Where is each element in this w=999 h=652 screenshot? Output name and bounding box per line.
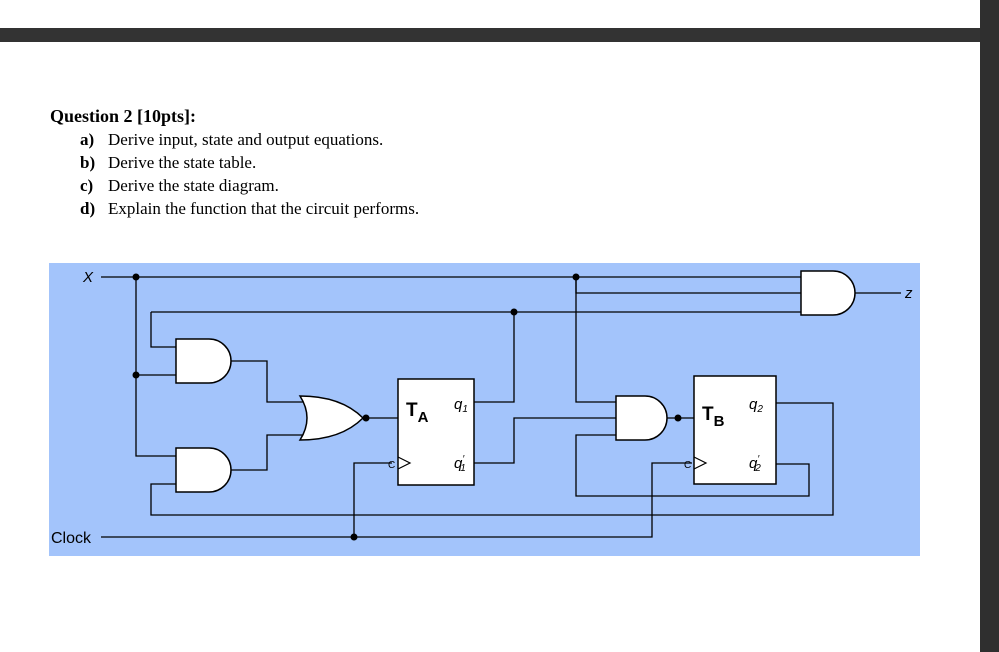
wire-clock-a xyxy=(353,462,392,537)
question-item: d) Explain the function that the circuit … xyxy=(80,197,419,220)
item-label: c) xyxy=(80,176,94,195)
and-gate-1 xyxy=(175,338,232,384)
gates xyxy=(175,270,856,493)
and-gate-out xyxy=(800,270,856,316)
ff-b-q: q2 xyxy=(749,396,763,415)
and-gate-2 xyxy=(175,447,232,493)
wire-and2-or xyxy=(231,434,304,471)
ff-a-label: TA xyxy=(406,400,429,426)
item-text: Derive the state diagram. xyxy=(108,176,279,195)
wire-x-vertical xyxy=(135,277,176,457)
junction-dot xyxy=(350,533,358,541)
wire-q1prime-and3 xyxy=(474,417,616,464)
junctions xyxy=(132,273,580,541)
item-text: Derive input, state and output equations… xyxy=(108,130,384,149)
bubble-or xyxy=(362,414,370,422)
wire-and1-or xyxy=(231,360,304,403)
wire-and2-lower xyxy=(150,402,834,516)
wire-q1-and1 xyxy=(150,312,176,348)
question-title: Question 2 [10pts]: xyxy=(50,106,197,126)
diagram-background xyxy=(49,263,920,556)
ff-a-clock-letter: C xyxy=(388,460,395,471)
input-x-label: X xyxy=(82,269,94,286)
ff-a-qbar: q′1 xyxy=(454,454,466,474)
wire-q1-out xyxy=(474,312,515,403)
wire-clock xyxy=(101,462,692,538)
item-label: a) xyxy=(80,130,95,149)
question-list: a) Derive input, state and output equatio… xyxy=(80,128,419,220)
clock-label: Clock xyxy=(51,530,92,547)
output-z-label: z xyxy=(904,285,913,302)
window-top-bar xyxy=(0,28,985,42)
or-gate xyxy=(298,395,365,441)
junction-dot xyxy=(572,273,580,281)
question-block: Question 2 [10pts]: a) Derive input, stat… xyxy=(50,104,419,220)
ff-b-clock-marker xyxy=(693,456,708,470)
junction-dot xyxy=(510,308,518,316)
ff-b-qbar: q′2 xyxy=(749,454,761,474)
circuit-diagram: TA q1 q′1 C TB q2 q′2 C X z Clock xyxy=(49,263,920,556)
item-text: Derive the state table. xyxy=(108,153,257,172)
ff-b-label: TB xyxy=(702,404,725,430)
junction-dot xyxy=(132,371,140,379)
wire-q2prime-loop xyxy=(575,434,810,497)
window-right-scrollbar[interactable] xyxy=(980,0,999,652)
item-text: Explain the function that the circuit pe… xyxy=(108,199,420,218)
flip-flop-b: TB q2 q′2 C xyxy=(684,375,777,485)
flip-flop-a: TA q1 q′1 C xyxy=(388,378,475,486)
bubble-and3 xyxy=(674,414,682,422)
wire-x-and3-vertical xyxy=(575,277,616,403)
and-gate-3 xyxy=(615,395,668,441)
wires xyxy=(101,276,901,538)
ff-b-clock-letter: C xyxy=(684,460,691,471)
question-item: b) Derive the state table. xyxy=(80,151,419,174)
item-label: d) xyxy=(80,199,96,218)
junction-dot xyxy=(132,273,140,281)
question-item: c) Derive the state diagram. xyxy=(80,174,419,197)
item-label: b) xyxy=(80,153,96,172)
question-item: a) Derive input, state and output equatio… xyxy=(80,128,419,151)
ff-b-box xyxy=(693,375,777,485)
ff-a-box xyxy=(397,378,475,486)
ff-a-q: q1 xyxy=(454,396,468,415)
ff-a-clock-marker xyxy=(397,456,412,470)
